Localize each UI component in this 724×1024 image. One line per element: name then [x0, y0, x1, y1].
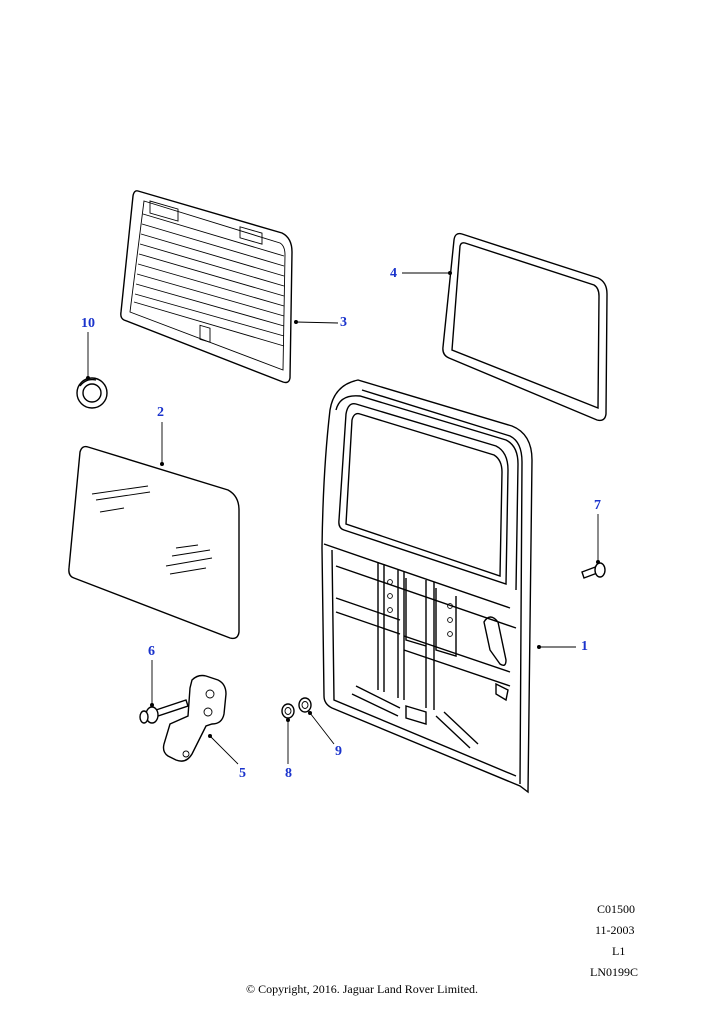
part-6-stud[interactable]: [139, 699, 189, 724]
diagram-level: L1: [612, 944, 626, 958]
part-7-bolt[interactable]: [581, 562, 606, 579]
callout-3[interactable]: 3: [340, 315, 347, 330]
callout-2[interactable]: 2: [157, 405, 164, 420]
callout-5[interactable]: 5: [239, 766, 246, 781]
callout-6[interactable]: 6: [148, 644, 155, 659]
glass-reflection-lines: [91, 485, 213, 575]
diagram-ref: LN0199C: [590, 965, 638, 979]
diagram-code: C01500: [597, 902, 636, 916]
callout-8[interactable]: 8: [285, 766, 292, 781]
callout-9[interactable]: 9: [335, 744, 342, 759]
part-3-window-frame[interactable]: [120, 190, 293, 384]
part-4-window-seal[interactable]: [442, 232, 608, 422]
part-2-glass[interactable]: [68, 445, 240, 640]
louvre-lines: [133, 213, 285, 347]
callout-1[interactable]: 1: [581, 639, 588, 654]
part-5-bracket[interactable]: [162, 674, 227, 762]
part-8-nut[interactable]: [281, 703, 295, 719]
diagram-date: 11-2003: [595, 923, 635, 937]
callout-10[interactable]: 10: [81, 316, 95, 331]
callout-7[interactable]: 7: [594, 498, 601, 513]
part-10-grommet[interactable]: [76, 377, 108, 409]
part-1-door-shell[interactable]: [321, 379, 533, 794]
leader-lines: [86, 271, 600, 765]
part-9-washer[interactable]: [298, 697, 312, 713]
copyright-notice: © Copyright, 2016. Jaguar Land Rover Lim…: [245, 982, 479, 996]
callout-4[interactable]: 4: [390, 266, 397, 281]
